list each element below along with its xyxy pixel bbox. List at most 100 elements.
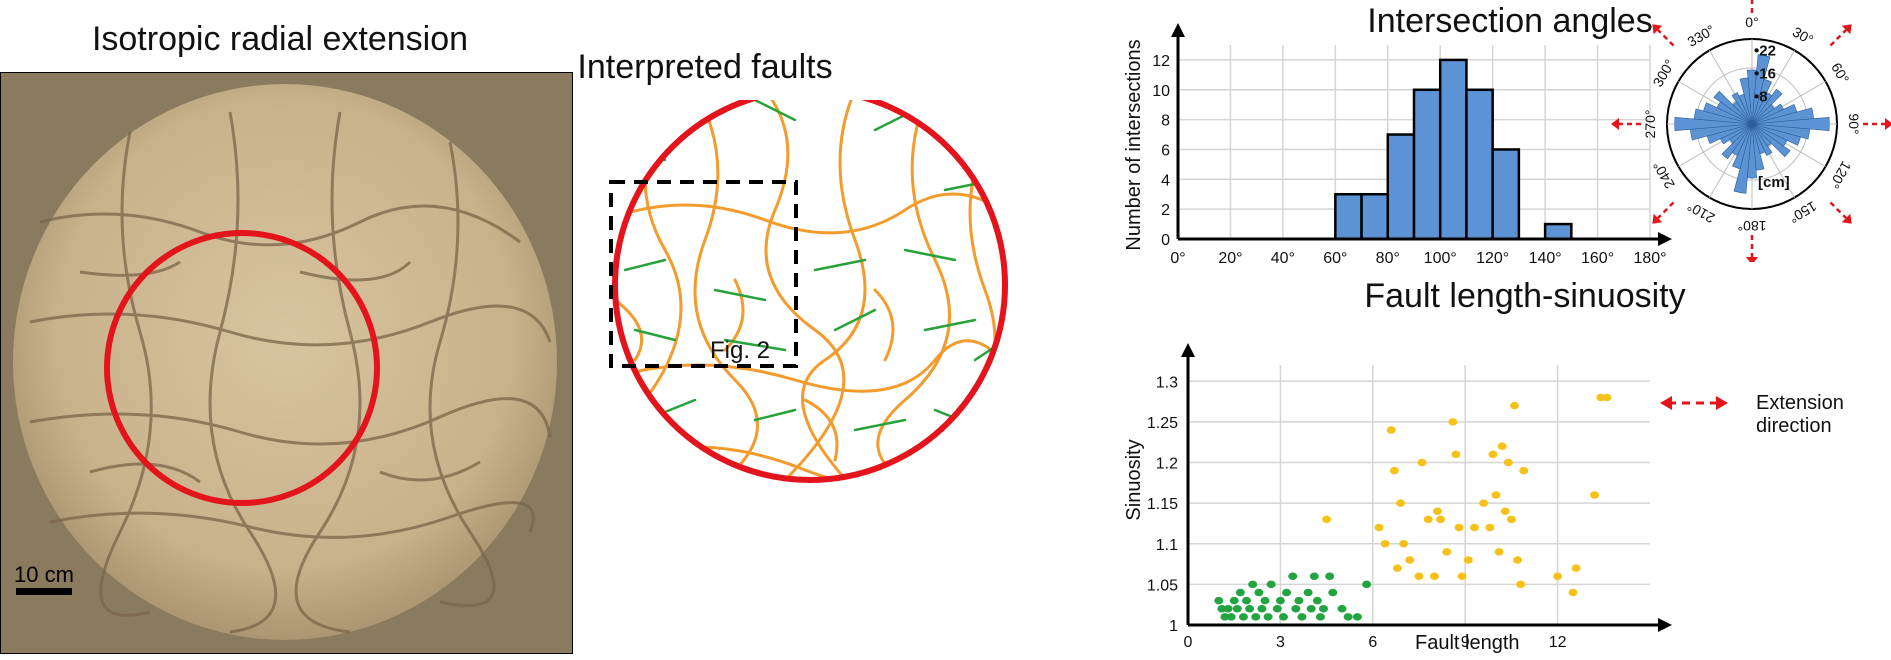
hist-xtick-label: 60° <box>1323 250 1347 267</box>
rose-angle-label: 180° <box>1738 218 1767 234</box>
rose-petal <box>1751 123 1801 146</box>
rose-petal <box>1751 88 1783 125</box>
rose-petal <box>1739 77 1753 125</box>
scatter-point <box>1488 450 1498 459</box>
scatter-point <box>1448 418 1458 426</box>
hist-xtick-label: 100° <box>1424 250 1457 267</box>
legend-line1: Extension <box>1756 392 1844 414</box>
scatter-point <box>1251 613 1261 621</box>
histogram-bar <box>1543 222 1573 241</box>
scatter-point <box>1229 596 1239 605</box>
scatter-point <box>1491 491 1501 499</box>
scatter-xlabel: Fault length <box>1415 632 1520 654</box>
rose-angle-label: 30° <box>1790 23 1816 47</box>
scatter-point <box>1423 515 1433 524</box>
hist-ytick-label: 2 <box>1161 202 1170 219</box>
scatter-title: Fault length-sinuosity <box>1364 277 1686 315</box>
scatter-point <box>1306 604 1316 613</box>
scatter-point <box>1590 491 1600 499</box>
scatter-point <box>1451 450 1461 459</box>
hist-ytick-label: 0 <box>1161 232 1170 249</box>
rose-angle-label: 240° <box>1649 158 1677 191</box>
scatter-xtick-label: 3 <box>1276 634 1285 651</box>
histogram-bar <box>1386 133 1416 241</box>
rose-petal <box>1674 116 1753 132</box>
hist-xtick-label: 140° <box>1529 250 1562 267</box>
scatter-ytick-label: 1.3 <box>1156 374 1178 391</box>
rose-petal <box>1751 123 1791 158</box>
scatter-point <box>1494 548 1504 556</box>
rose-petal <box>1713 90 1753 125</box>
extension-arrow-icon <box>1611 118 1641 130</box>
histogram-bar <box>1438 58 1468 241</box>
scatter-point <box>1568 588 1578 597</box>
scatter-point <box>1257 604 1267 613</box>
faults-title: Interpreted faults <box>577 48 833 86</box>
scatter-point <box>1497 442 1507 451</box>
rose-unit-label: [cm] <box>1758 174 1790 191</box>
scatter-point <box>1214 596 1224 605</box>
rose-angle-label: 300° <box>1649 56 1677 89</box>
hist-ytick-label: 6 <box>1161 142 1170 159</box>
extension-arrow-icon <box>1829 24 1852 47</box>
extension-arrow-icon <box>1750 0 1754 13</box>
scatter-point <box>1245 604 1255 613</box>
scatter-point <box>1442 548 1452 556</box>
scatter-point <box>1602 393 1612 402</box>
scatter-point <box>1322 515 1332 524</box>
scatter-ytick-label: 1.15 <box>1147 496 1178 513</box>
scatter-point <box>1392 564 1402 572</box>
rose-angle-label: 90° <box>1846 113 1862 134</box>
green-faults <box>615 98 1005 480</box>
extension-arrow-icon <box>1829 201 1852 224</box>
rose-angle-label: 150° <box>1786 198 1819 226</box>
scatter-point <box>1275 596 1285 605</box>
hist-ytick-label: 8 <box>1161 113 1170 130</box>
scatter-point <box>1516 580 1526 589</box>
scatter-point <box>1223 604 1233 613</box>
hist-ylabel: Number of intersections <box>1123 39 1145 250</box>
scatter-point <box>1319 604 1329 613</box>
scatter-point <box>1288 572 1298 581</box>
histogram-title: Intersection angles <box>1367 2 1653 40</box>
scatter-point <box>1374 523 1384 532</box>
hist-xtick-label: 120° <box>1476 250 1509 267</box>
scatter-point <box>1248 580 1258 589</box>
scatter-point <box>1380 539 1390 548</box>
scatter-point <box>1479 499 1489 507</box>
hist-xtick-label: 80° <box>1376 250 1400 267</box>
histogram-bar <box>1412 88 1442 241</box>
scatter-point <box>1226 613 1236 621</box>
scatter-point <box>1352 613 1362 621</box>
rose-angle-label: 330° <box>1684 21 1717 49</box>
scatter-xtick-label: 0 <box>1184 634 1193 651</box>
hist-xtick-label: 20° <box>1218 250 1242 267</box>
scatter-point <box>1291 604 1301 613</box>
extension-arrow-icon <box>1652 24 1675 47</box>
scatter-point <box>1417 458 1427 467</box>
scatter-point <box>1389 466 1399 475</box>
rose-angle-label: 270° <box>1642 110 1658 139</box>
rose-ring-label: •16 <box>1754 66 1776 83</box>
scatter-point <box>1596 393 1606 402</box>
scatter-point <box>1238 613 1248 621</box>
histogram-bar <box>1491 148 1521 241</box>
scatter-point <box>1337 604 1347 613</box>
scatter-point <box>1235 588 1245 597</box>
scatter-point <box>1362 580 1372 589</box>
extension-arrow-icon <box>1863 118 1891 130</box>
photo-title: Isotropic radial extension <box>91 20 469 58</box>
scatter-xtick-label: 12 <box>1549 634 1567 651</box>
hist-y-arrow <box>1171 23 1185 37</box>
scatter-point <box>1260 596 1270 605</box>
scatter-point <box>1266 580 1276 589</box>
scatter-point <box>1232 604 1242 613</box>
rose-angle-label: 120° <box>1826 158 1854 191</box>
scatter-point <box>1312 596 1322 605</box>
scale-label: 10 cm <box>14 562 74 587</box>
scatter-point <box>1463 556 1473 564</box>
rose-angle-label: 60° <box>1828 60 1852 86</box>
scatter-point <box>1571 564 1581 572</box>
